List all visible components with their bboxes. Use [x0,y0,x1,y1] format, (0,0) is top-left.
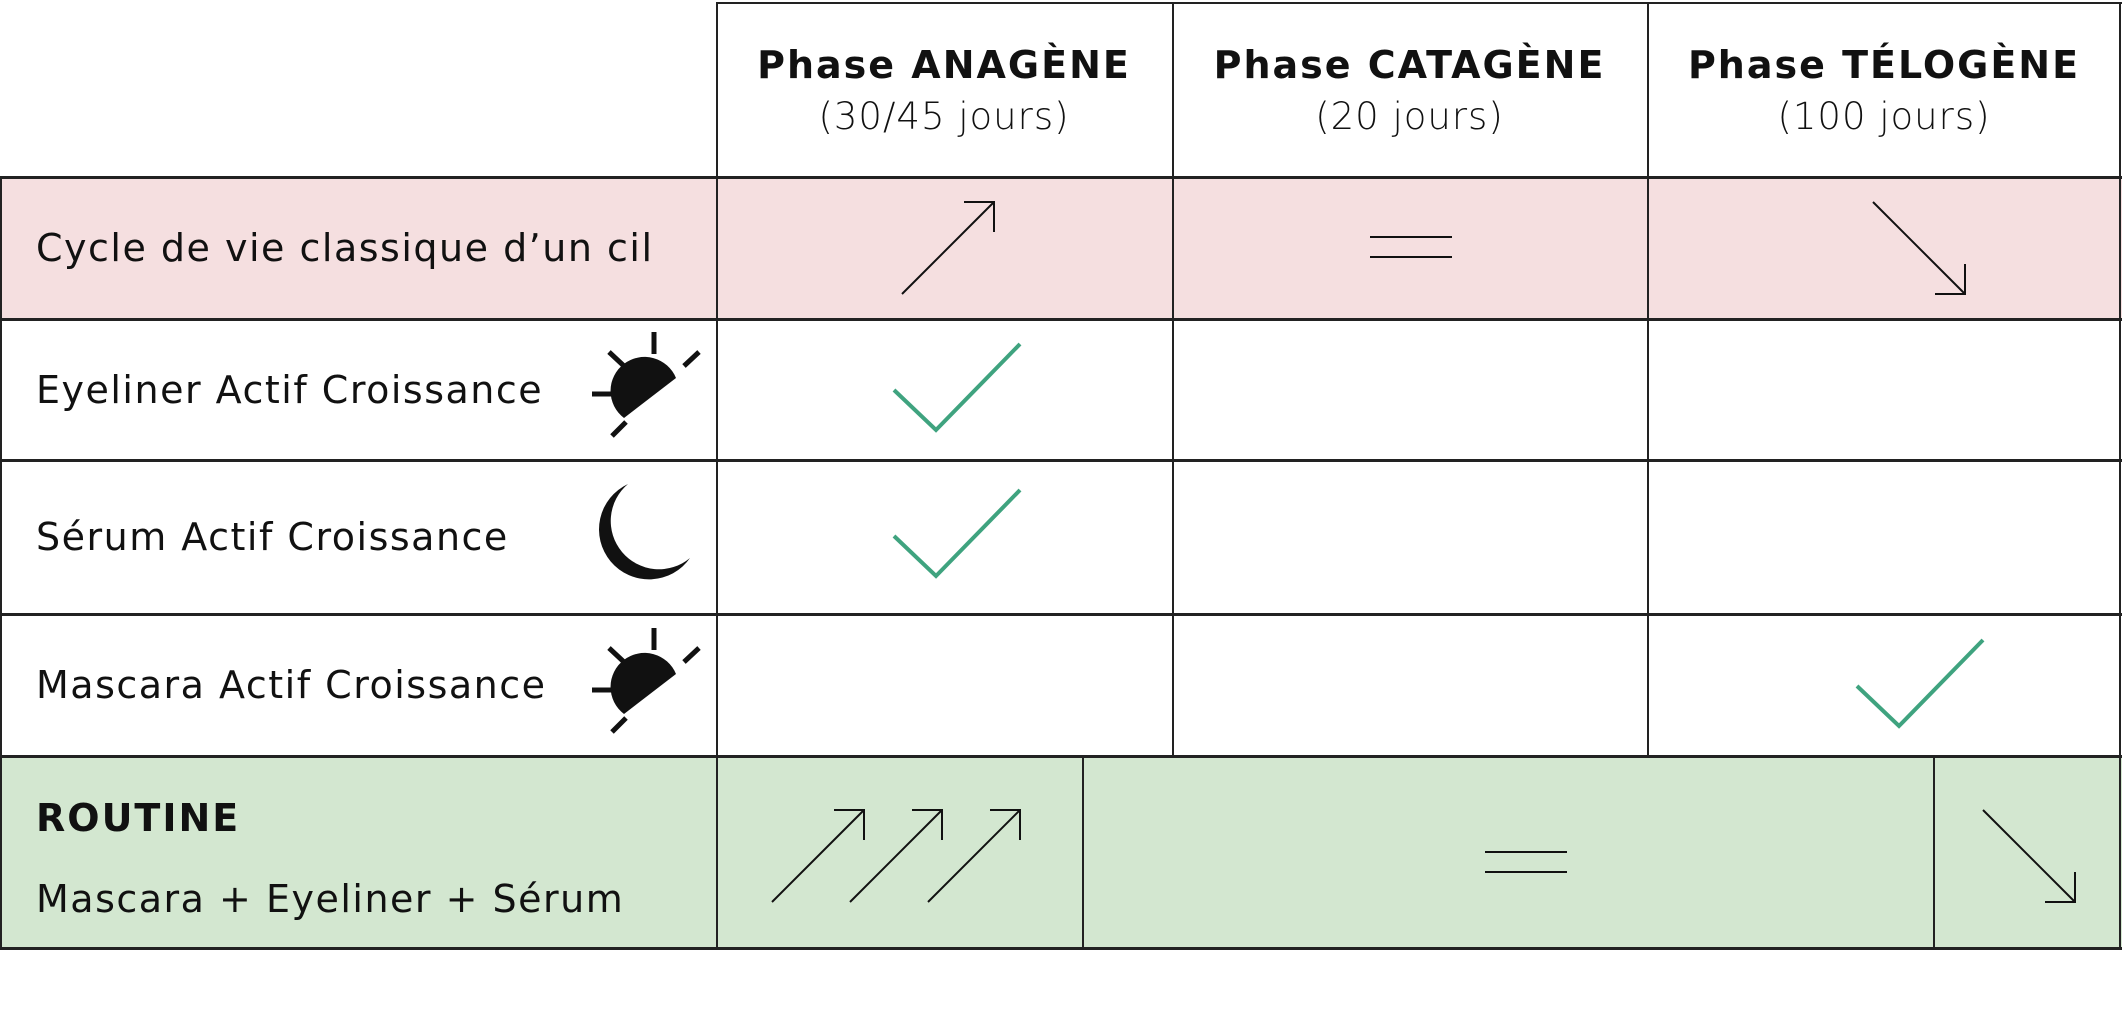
routine-subtitle: Mascara + Eyeliner + Sérum [36,877,625,921]
check-icon [892,488,1022,579]
phase-title: Phase CATAGÈNE [1213,42,1606,87]
sun-rising-icon [592,332,701,438]
equals-icon [1370,236,1452,258]
arrow-down-right-icon [1872,201,1966,295]
routine-row [0,756,2122,948]
routine-title: ROUTINE [36,796,241,840]
triple-arrow-up-right-icon [771,809,1021,903]
phase-duration: (100 jours) [1777,94,1991,138]
phase-title: Phase ANAGÈNE [757,42,1131,87]
header-anagene: Phase ANAGÈNE (30/45 jours) [716,3,1172,177]
arrow-down-right-icon [1982,809,2076,903]
phase-title: Phase TÉLOGÈNE [1687,42,2081,87]
check-icon [892,342,1022,433]
row-label-mascara: Mascara Actif Croissance [36,663,547,707]
equals-icon [1485,851,1567,873]
moon-icon [599,484,690,580]
header-telogene: Phase TÉLOGÈNE (100 jours) [1647,3,2121,177]
cycle-row [0,177,2122,319]
arrow-up-right-icon [901,201,995,295]
row-label-eyeliner: Eyeliner Actif Croissance [36,367,544,412]
sun-rising-icon [592,628,701,734]
header-catagene: Phase CATAGÈNE (20 jours) [1172,3,1647,177]
check-icon [1855,638,1985,729]
phase-duration: (30/45 jours) [818,94,1070,138]
row-label-serum: Sérum Actif Croissance [36,515,509,559]
row-label-cycle: Cycle de vie classique d’un cil [36,226,654,270]
phase-duration: (20 jours) [1315,94,1504,138]
